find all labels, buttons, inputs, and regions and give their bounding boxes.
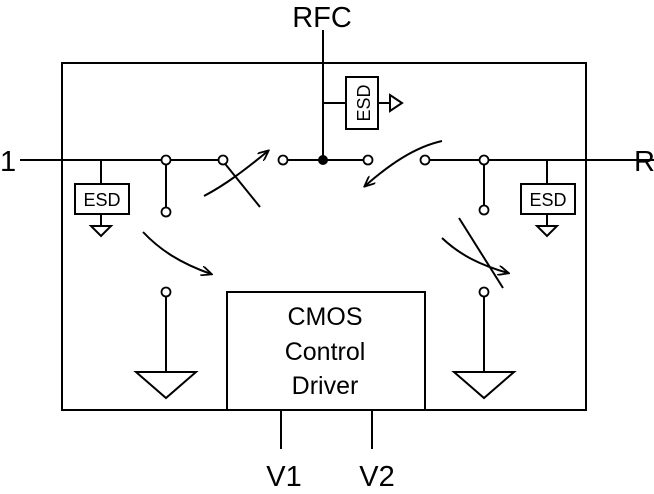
switch-actuator-arrow-icon — [365, 140, 443, 186]
ground-symbol-icon — [88, 225, 114, 238]
port-label-rf1: 1 — [0, 146, 16, 178]
port-label-v2: V2 — [359, 461, 394, 493]
driver-line-1: CMOS — [288, 303, 363, 331]
ground-symbol-icon — [389, 93, 404, 113]
esd-rf1-label: ESD — [83, 190, 120, 210]
switch-actuator-arrow-icon — [203, 151, 268, 197]
shunt-switch-rf2 — [441, 160, 517, 400]
esd-rfc: ESD — [323, 76, 404, 130]
esd-rf1: ESD — [74, 160, 130, 238]
driver-line-3: Driver — [292, 372, 359, 400]
ground-symbol-icon — [133, 371, 199, 400]
esd-rfc-label: ESD — [354, 84, 374, 121]
driver-line-2: Control — [285, 338, 366, 366]
ground-symbol-icon — [534, 225, 560, 238]
shunt-switch-rf1 — [133, 160, 211, 400]
esd-rf2: ESD — [520, 160, 576, 238]
cmos-driver-block: CMOS Control Driver — [226, 291, 426, 411]
series-switch-rf2 — [365, 140, 443, 186]
port-label-rf2: R — [634, 146, 654, 178]
port-label-v1: V1 — [266, 461, 301, 493]
ground-symbol-icon — [451, 371, 517, 400]
switch-actuator-arrow-icon — [142, 231, 211, 274]
port-label-rfc: RFC — [292, 2, 352, 34]
series-switch-rf1 — [203, 151, 268, 208]
esd-rf2-label: ESD — [529, 190, 566, 210]
switch-nodes — [160, 154, 490, 298]
switch-actuator-arrow-icon — [441, 237, 508, 273]
